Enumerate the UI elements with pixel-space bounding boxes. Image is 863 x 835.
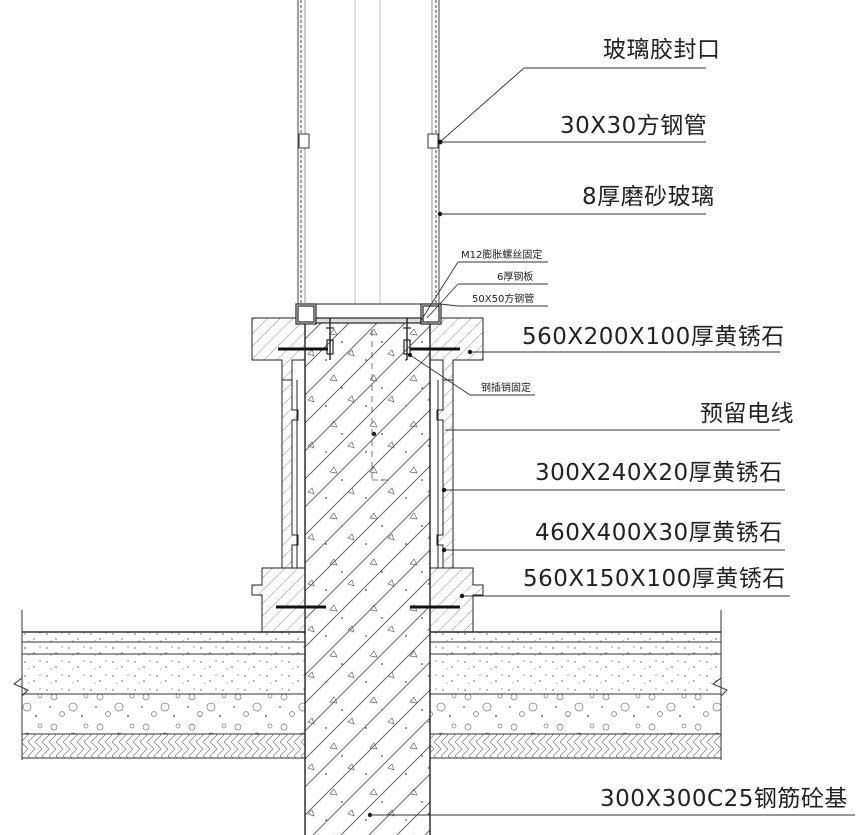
label-steel-tube-30: 30X30方钢管 — [560, 113, 707, 139]
label-steel-plate: 6厚钢板 — [497, 270, 533, 283]
leader-lines — [372, 67, 855, 816]
steel-connection — [295, 303, 442, 360]
steel-tube-50-left — [295, 303, 317, 325]
label-cap-stone: 560X200X100厚黄锈石 — [522, 324, 785, 350]
stone-cladding-left — [251, 317, 306, 633]
label-stone-300: 300X240X20厚黄锈石 — [535, 460, 783, 486]
label-stone-460: 460X400X30厚黄锈石 — [535, 520, 783, 546]
label-base-stone: 560X150X100厚黄锈石 — [523, 566, 786, 592]
label-frosted-glass: 8厚磨砂玻璃 — [582, 184, 715, 210]
steel-plate — [315, 317, 422, 324]
steel-pins — [276, 347, 460, 609]
label-glass-sealant: 玻璃胶封口 — [603, 37, 721, 63]
concrete-column — [304, 318, 431, 835]
label-concrete-base: 300X300C25钢筋砼基 — [600, 786, 848, 812]
leader-dots — [408, 139, 473, 599]
label-steel-pin: 钢插销固定 — [481, 381, 531, 394]
stone-profile-lines — [296, 380, 439, 568]
glass-panels — [297, 0, 440, 305]
label-reserved-wire: 预留电线 — [700, 401, 794, 427]
label-steel-tube-50: 50X50方钢管 — [472, 292, 534, 305]
label-m12-bolt: M12膨胀螺丝固定 — [461, 248, 542, 261]
